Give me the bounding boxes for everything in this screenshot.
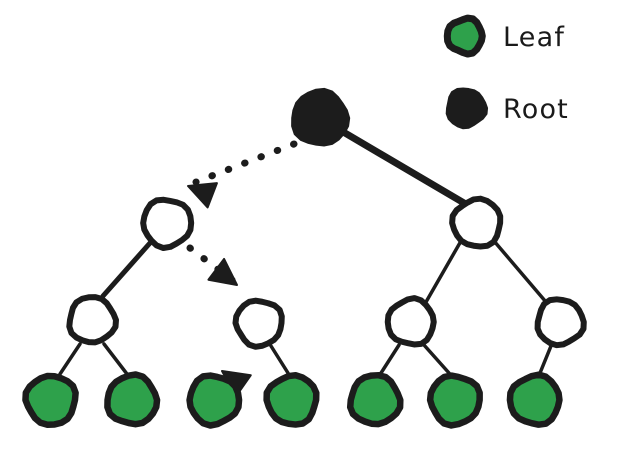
tree-edge xyxy=(100,240,153,299)
nodes-layer xyxy=(22,87,587,429)
leaf-circle[interactable] xyxy=(22,372,79,428)
tree-edge xyxy=(538,344,553,375)
leaf-circle[interactable] xyxy=(104,371,161,428)
legend-item-leaf: Leaf xyxy=(443,14,565,58)
inner-node-circle[interactable] xyxy=(384,295,437,348)
tree-node-inner[interactable] xyxy=(449,195,504,250)
legend-label-root: Root xyxy=(503,94,569,125)
tree-node-inner[interactable] xyxy=(534,296,587,349)
tree-edge xyxy=(379,343,401,375)
legend-label-leaf: Leaf xyxy=(503,22,565,53)
tree-node-inner[interactable] xyxy=(232,297,285,350)
legend-item-root: Root xyxy=(445,87,569,130)
leaf-swatch-icon xyxy=(443,14,486,58)
leaf-circle[interactable] xyxy=(346,371,404,428)
inner-node-circle[interactable] xyxy=(66,294,119,346)
tree-edge xyxy=(102,342,129,376)
inner-node-circle[interactable] xyxy=(534,296,587,349)
tree-node-leaf[interactable] xyxy=(263,372,320,428)
root-swatch-icon xyxy=(445,87,489,130)
leaf-circle[interactable] xyxy=(426,372,483,429)
tree-node-leaf[interactable] xyxy=(22,372,79,428)
tree-node-inner[interactable] xyxy=(140,196,195,252)
tree-edge xyxy=(341,129,468,207)
inner-node-circle[interactable] xyxy=(232,297,285,350)
leaf-circle[interactable] xyxy=(186,372,243,429)
tree-node-leaf[interactable] xyxy=(104,371,161,428)
leaf-circle[interactable] xyxy=(506,371,563,428)
traversal-arrowhead xyxy=(207,257,238,286)
tree-edge xyxy=(492,239,548,304)
tree-edge xyxy=(269,344,290,375)
tree-edge xyxy=(424,239,463,304)
traversal-arrow-line xyxy=(192,140,298,186)
tree-edge xyxy=(58,342,82,376)
leaf-circle[interactable] xyxy=(263,372,320,428)
tree-node-leaf[interactable] xyxy=(506,371,563,428)
tree-node-root[interactable] xyxy=(291,87,351,147)
inner-node-circle[interactable] xyxy=(449,195,504,250)
edges-layer xyxy=(58,129,553,376)
tree-node-inner[interactable] xyxy=(66,294,119,346)
tree-node-inner[interactable] xyxy=(384,295,437,348)
tree-edge xyxy=(422,343,451,375)
traversal-arrowhead xyxy=(187,182,218,209)
tree-node-leaf[interactable] xyxy=(346,371,404,428)
root-circle[interactable] xyxy=(291,87,351,147)
inner-node-circle[interactable] xyxy=(140,196,195,252)
tree-node-leaf[interactable] xyxy=(426,372,483,429)
tree-node-leaf[interactable] xyxy=(186,372,243,429)
